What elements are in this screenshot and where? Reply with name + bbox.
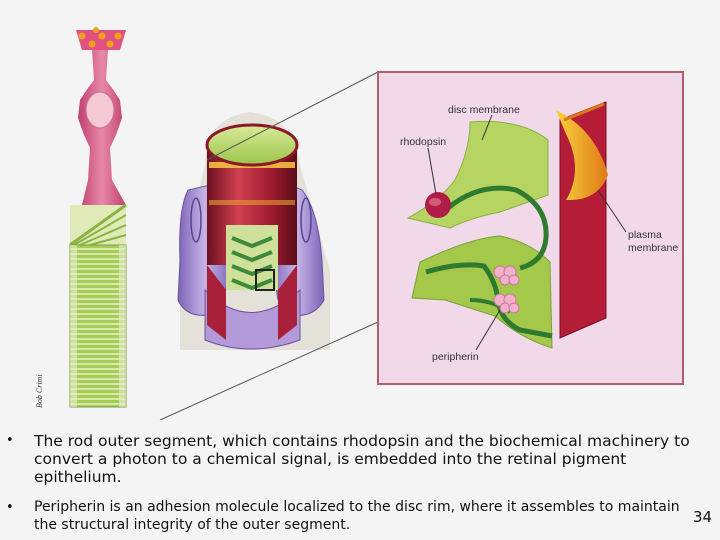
nucleus [86, 92, 114, 128]
synaptic-terminal [76, 27, 126, 50]
outer-segment-stack [70, 245, 126, 407]
bullet-text: Peripherin is an adhesion molecule local… [34, 498, 704, 534]
bullet-marker: • [6, 432, 14, 450]
bullet-text: The rod outer segment, which contains rh… [34, 432, 704, 486]
outer-segment-detail [178, 112, 330, 350]
rod-outer-segment-diagram: Bob Crimi [0, 0, 720, 420]
cylinder-top [207, 125, 297, 165]
label-membrane: membrane [628, 242, 678, 254]
page-number: 34 [693, 508, 712, 526]
membrane-inset: disc membrane rhodopsin plasma membrane … [378, 72, 683, 384]
label-disc-membrane: disc membrane [448, 104, 520, 116]
label-rhodopsin: rhodopsin [400, 136, 446, 148]
label-peripherin: peripherin [432, 351, 479, 363]
rhodopsin-molecule [425, 192, 451, 218]
label-plasma: plasma [628, 229, 662, 241]
rod-cell-drawing: Bob Crimi [35, 27, 126, 408]
illustrator-credit: Bob Crimi [35, 374, 44, 408]
bullet-marker: • [6, 499, 14, 517]
